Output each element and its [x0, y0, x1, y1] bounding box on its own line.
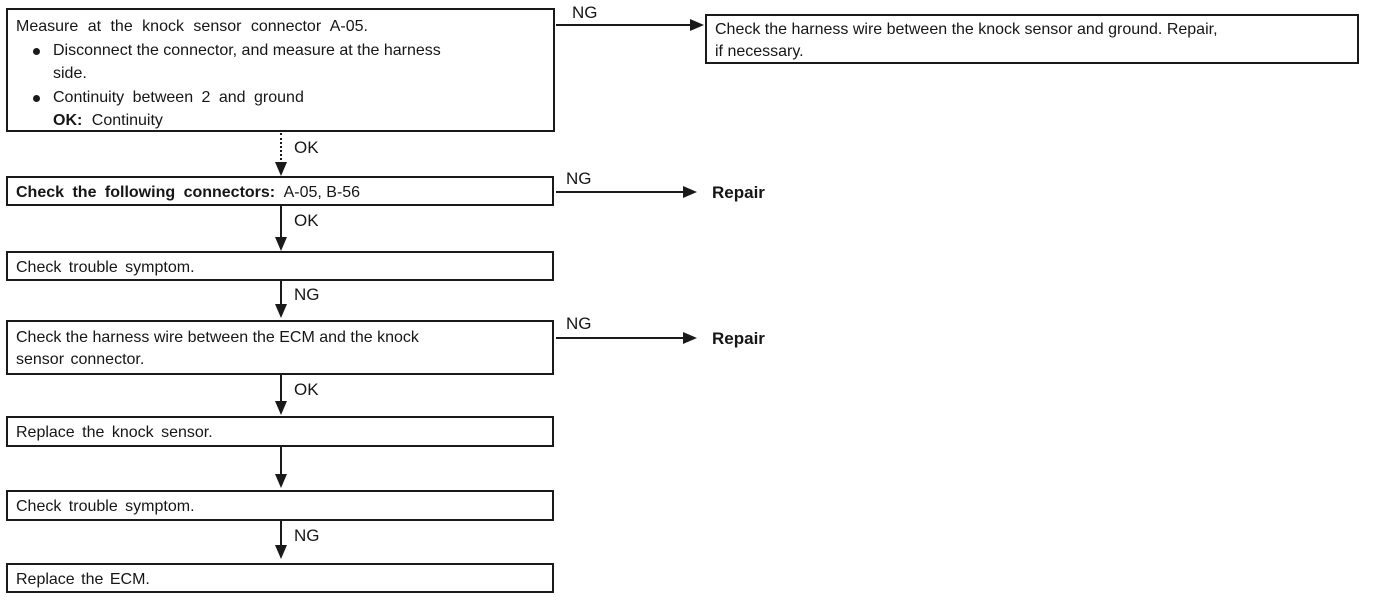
- connector-ok-2-line: [280, 206, 282, 238]
- harness-ecm-line1: Check the harness wire between the ECM a…: [16, 329, 419, 346]
- arrow-down-icon: [275, 545, 287, 559]
- edge-label-ng-1: NG: [572, 3, 598, 22]
- ok-key: OK:: [53, 112, 83, 129]
- arrow-down-icon: [275, 474, 287, 488]
- edge-label-ok-2: OK: [294, 211, 319, 230]
- arrow-down-icon: [275, 401, 287, 415]
- node-measure-knock-sensor: Measure at the knock sensor connector A-…: [6, 8, 555, 132]
- check-connectors-label: Check the following connectors:: [16, 184, 276, 201]
- connector-ng-2-line: [556, 191, 684, 193]
- ok-value: Continuity: [91, 112, 163, 129]
- arrow-down-icon: [275, 304, 287, 318]
- node-replace-knock-sensor: Replace the knock sensor.: [6, 416, 554, 447]
- arrow-right-icon: [690, 19, 704, 31]
- check-trouble-2-text: Check trouble symptom.: [16, 498, 195, 515]
- replace-knock-sensor-text: Replace the knock sensor.: [16, 424, 213, 441]
- connector-ng-4-line: [556, 337, 684, 339]
- edge-label-ok-1: OK: [294, 138, 319, 157]
- node-check-trouble-2: Check trouble symptom.: [6, 490, 554, 521]
- arrow-right-icon: [683, 186, 697, 198]
- node-replace-ecm: Replace the ECM.: [6, 563, 554, 593]
- arrow-right-icon: [683, 332, 697, 344]
- replace-ecm-text: Replace the ECM.: [16, 571, 150, 588]
- connector-plain-line: [280, 447, 282, 475]
- node-harness-ground: Check the harness wire between the knock…: [705, 14, 1359, 64]
- bullet1-line2: side.: [53, 65, 87, 82]
- edge-label-ok-3: OK: [294, 380, 319, 399]
- connector-ng-1-line: [556, 24, 691, 26]
- harness-ecm-line2: sensor connector.: [16, 351, 145, 368]
- arrow-down-icon: [275, 162, 287, 176]
- connector-ng-3-line: [280, 281, 282, 305]
- connector-ok-3-line: [280, 375, 282, 402]
- node-check-trouble-1: Check trouble symptom.: [6, 251, 554, 281]
- node-measure-bullet2: Continuity between 2 and ground: [53, 89, 304, 106]
- bullet-icon: [33, 48, 40, 55]
- repair-label-2: Repair: [712, 329, 765, 348]
- edge-label-ng-2: NG: [566, 169, 592, 188]
- check-connectors-value: A-05, B-56: [283, 184, 361, 201]
- connector-ng-5-line: [280, 521, 282, 546]
- harness-ground-line2: if necessary.: [715, 43, 804, 60]
- node-measure-title: Measure at the knock sensor connector A-…: [16, 18, 368, 35]
- node-check-connectors: Check the following connectors: A-05, B-…: [6, 176, 554, 206]
- bullet1-line1: Disconnect the connector, and measure at…: [53, 42, 441, 59]
- edge-label-ng-3: NG: [294, 285, 320, 304]
- node-harness-ecm: Check the harness wire between the ECM a…: [6, 320, 554, 375]
- harness-ground-line1: Check the harness wire between the knock…: [715, 21, 1218, 38]
- edge-label-ng-5: NG: [294, 526, 320, 545]
- bullet-icon: [33, 95, 40, 102]
- arrow-down-icon: [275, 237, 287, 251]
- edge-label-ng-4: NG: [566, 314, 592, 333]
- node-measure-ok-line: OK: Continuity: [53, 109, 163, 132]
- repair-label-1: Repair: [712, 183, 765, 202]
- check-trouble-1-text: Check trouble symptom.: [16, 259, 195, 276]
- node-measure-bullet1: Disconnect the connector, and measure at…: [53, 39, 553, 85]
- connector-ok-1-line: [280, 133, 282, 164]
